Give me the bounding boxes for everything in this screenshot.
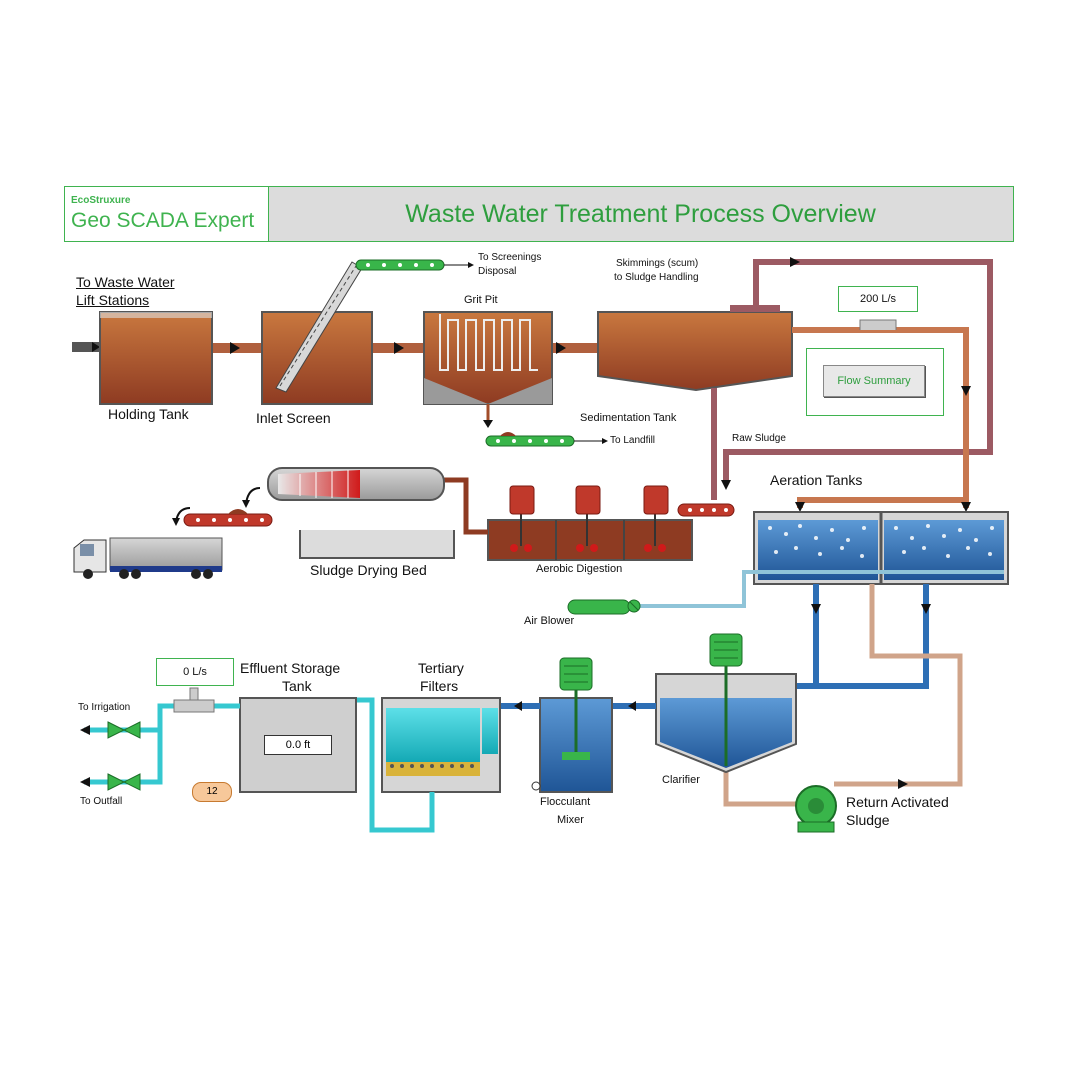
label-screenings-1: To Screenings [478,252,542,263]
sedimentation-tank[interactable] [597,305,793,392]
effluent-rate-display: 0 L/s [156,658,234,686]
tertiary-filters[interactable] [381,697,501,793]
inlet-screen[interactable] [261,261,373,405]
landfill-conveyor [485,432,608,447]
filtrate-pipe [356,697,435,833]
flocculant-mixer[interactable] [531,690,613,793]
air-blower[interactable] [567,599,641,615]
mixer-outflow-pipe [500,701,540,711]
holding-tank[interactable] [99,311,213,405]
label-sludge-drying-bed: Sludge Drying Bed [310,562,427,578]
logo: EcoStruxure Geo SCADA Expert [65,187,269,241]
brand-text: EcoStruxure [71,195,131,206]
digester-drives[interactable] [509,485,669,515]
flow-summary-button[interactable]: Flow Summary [823,365,925,397]
clarifier[interactable] [655,666,797,774]
label-inlet-screen: Inlet Screen [256,410,331,426]
effluent-level-display: 0.0 ft [264,735,332,755]
label-effluent-2: Tank [282,678,312,694]
label-aeration-tanks: Aeration Tanks [770,472,863,488]
aeration-outflow-pipe [796,584,931,689]
label-flocculant-2: Mixer [557,814,584,826]
label-to-irrigation: To Irrigation [78,702,131,713]
label-ras-1: Return Activated [846,794,949,810]
clarifier-drive[interactable] [709,633,743,667]
outfall-valve[interactable] [107,773,141,791]
label-lift-stations-1[interactable]: To Waste Water [76,274,175,290]
label-to-outfall: To Outfall [80,796,123,807]
irrigation-valve[interactable] [107,721,141,739]
header-bar: EcoStruxure Geo SCADA Expert Waste Water… [64,186,1014,242]
label-tertiary-2: Filters [420,678,459,694]
label-aerobic-digestion: Aerobic Digestion [536,563,623,575]
label-flocculant-1: Flocculant [540,796,591,808]
aeration-feed-pipe [795,497,971,512]
flocculant-drive[interactable] [559,657,593,691]
page-title: Waste Water Treatment Process Overview [405,200,876,228]
label-tertiary-1: Tertiary [418,660,464,676]
skimmings-pipe [721,257,993,490]
label-lift-stations-2[interactable]: Lift Stations [76,292,150,308]
grit-pit[interactable] [423,311,553,428]
label-ras-2: Sludge [846,812,890,828]
label-skimmings-1: Skimmings (scum) [616,258,699,269]
settled-effluent-pipe [792,319,971,500]
label-skimmings-2: to Sludge Handling [614,272,699,283]
ras-pump[interactable] [795,785,837,833]
status-badge: 12 [192,782,232,802]
centrifuge[interactable] [267,467,445,501]
truck-icon [73,537,223,579]
label-grit-pit: Grit Pit [464,294,498,306]
raw-sludge-conveyor [677,503,735,517]
sludge-drying-bed[interactable] [299,530,455,559]
inlet-pipe [72,342,102,352]
label-holding-tank: Holding Tank [108,406,189,422]
label-raw-sludge: Raw Sludge [732,433,786,444]
label-screenings-2: Disposal [478,266,517,277]
screenings-conveyor [355,259,474,271]
digested-sludge-pipe [442,477,488,535]
air-line [640,570,1004,608]
label-sedimentation-tank: Sedimentation Tank [580,412,677,424]
clarifier-outflow-pipe [612,701,656,711]
label-clarifier: Clarifier [662,774,700,786]
pipe-grit-to-sed [552,343,600,353]
aerobic-digestion[interactable] [487,514,693,561]
flow-summary-panel: Flow Summary [806,348,944,416]
cake-conveyor [172,487,273,527]
label-to-landfill: To Landfill [610,435,656,446]
inflow-rate-display: 200 L/s [838,286,918,312]
label-effluent-1: Effluent Storage [240,660,341,676]
label-air-blower: Air Blower [524,615,575,627]
product-name: Geo SCADA Expert [71,209,255,232]
